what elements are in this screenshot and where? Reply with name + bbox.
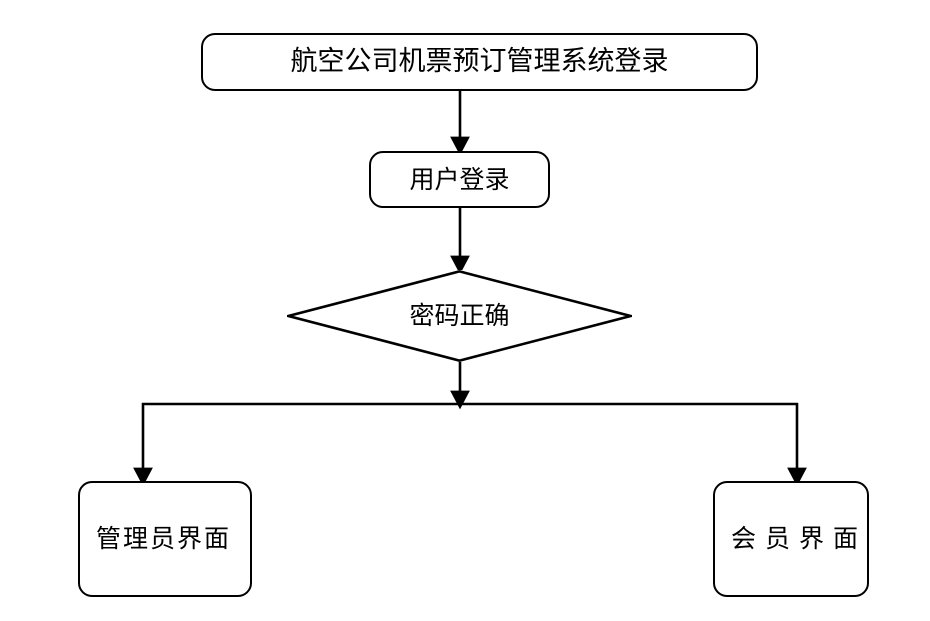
node-password-correct-decision[interactable]: 密码正确 — [287, 270, 632, 362]
node-user-login-label: 用户登录 — [409, 164, 510, 194]
node-system-title-label: 航空公司机票预订管理系统登录 — [290, 46, 669, 78]
node-system-title[interactable]: 航空公司机票预订管理系统登录 — [201, 33, 758, 91]
node-admin-interface[interactable]: 管理员界面 — [78, 481, 252, 597]
node-password-correct-label: 密码正确 — [409, 301, 510, 331]
node-admin-interface-label: 管理员界面 — [96, 524, 232, 554]
node-user-login[interactable]: 用户登录 — [369, 151, 550, 208]
node-member-interface-label: 会员界面 — [731, 524, 868, 554]
diamond-shape — [287, 270, 632, 362]
node-member-interface[interactable]: 会员界面 — [713, 481, 869, 597]
